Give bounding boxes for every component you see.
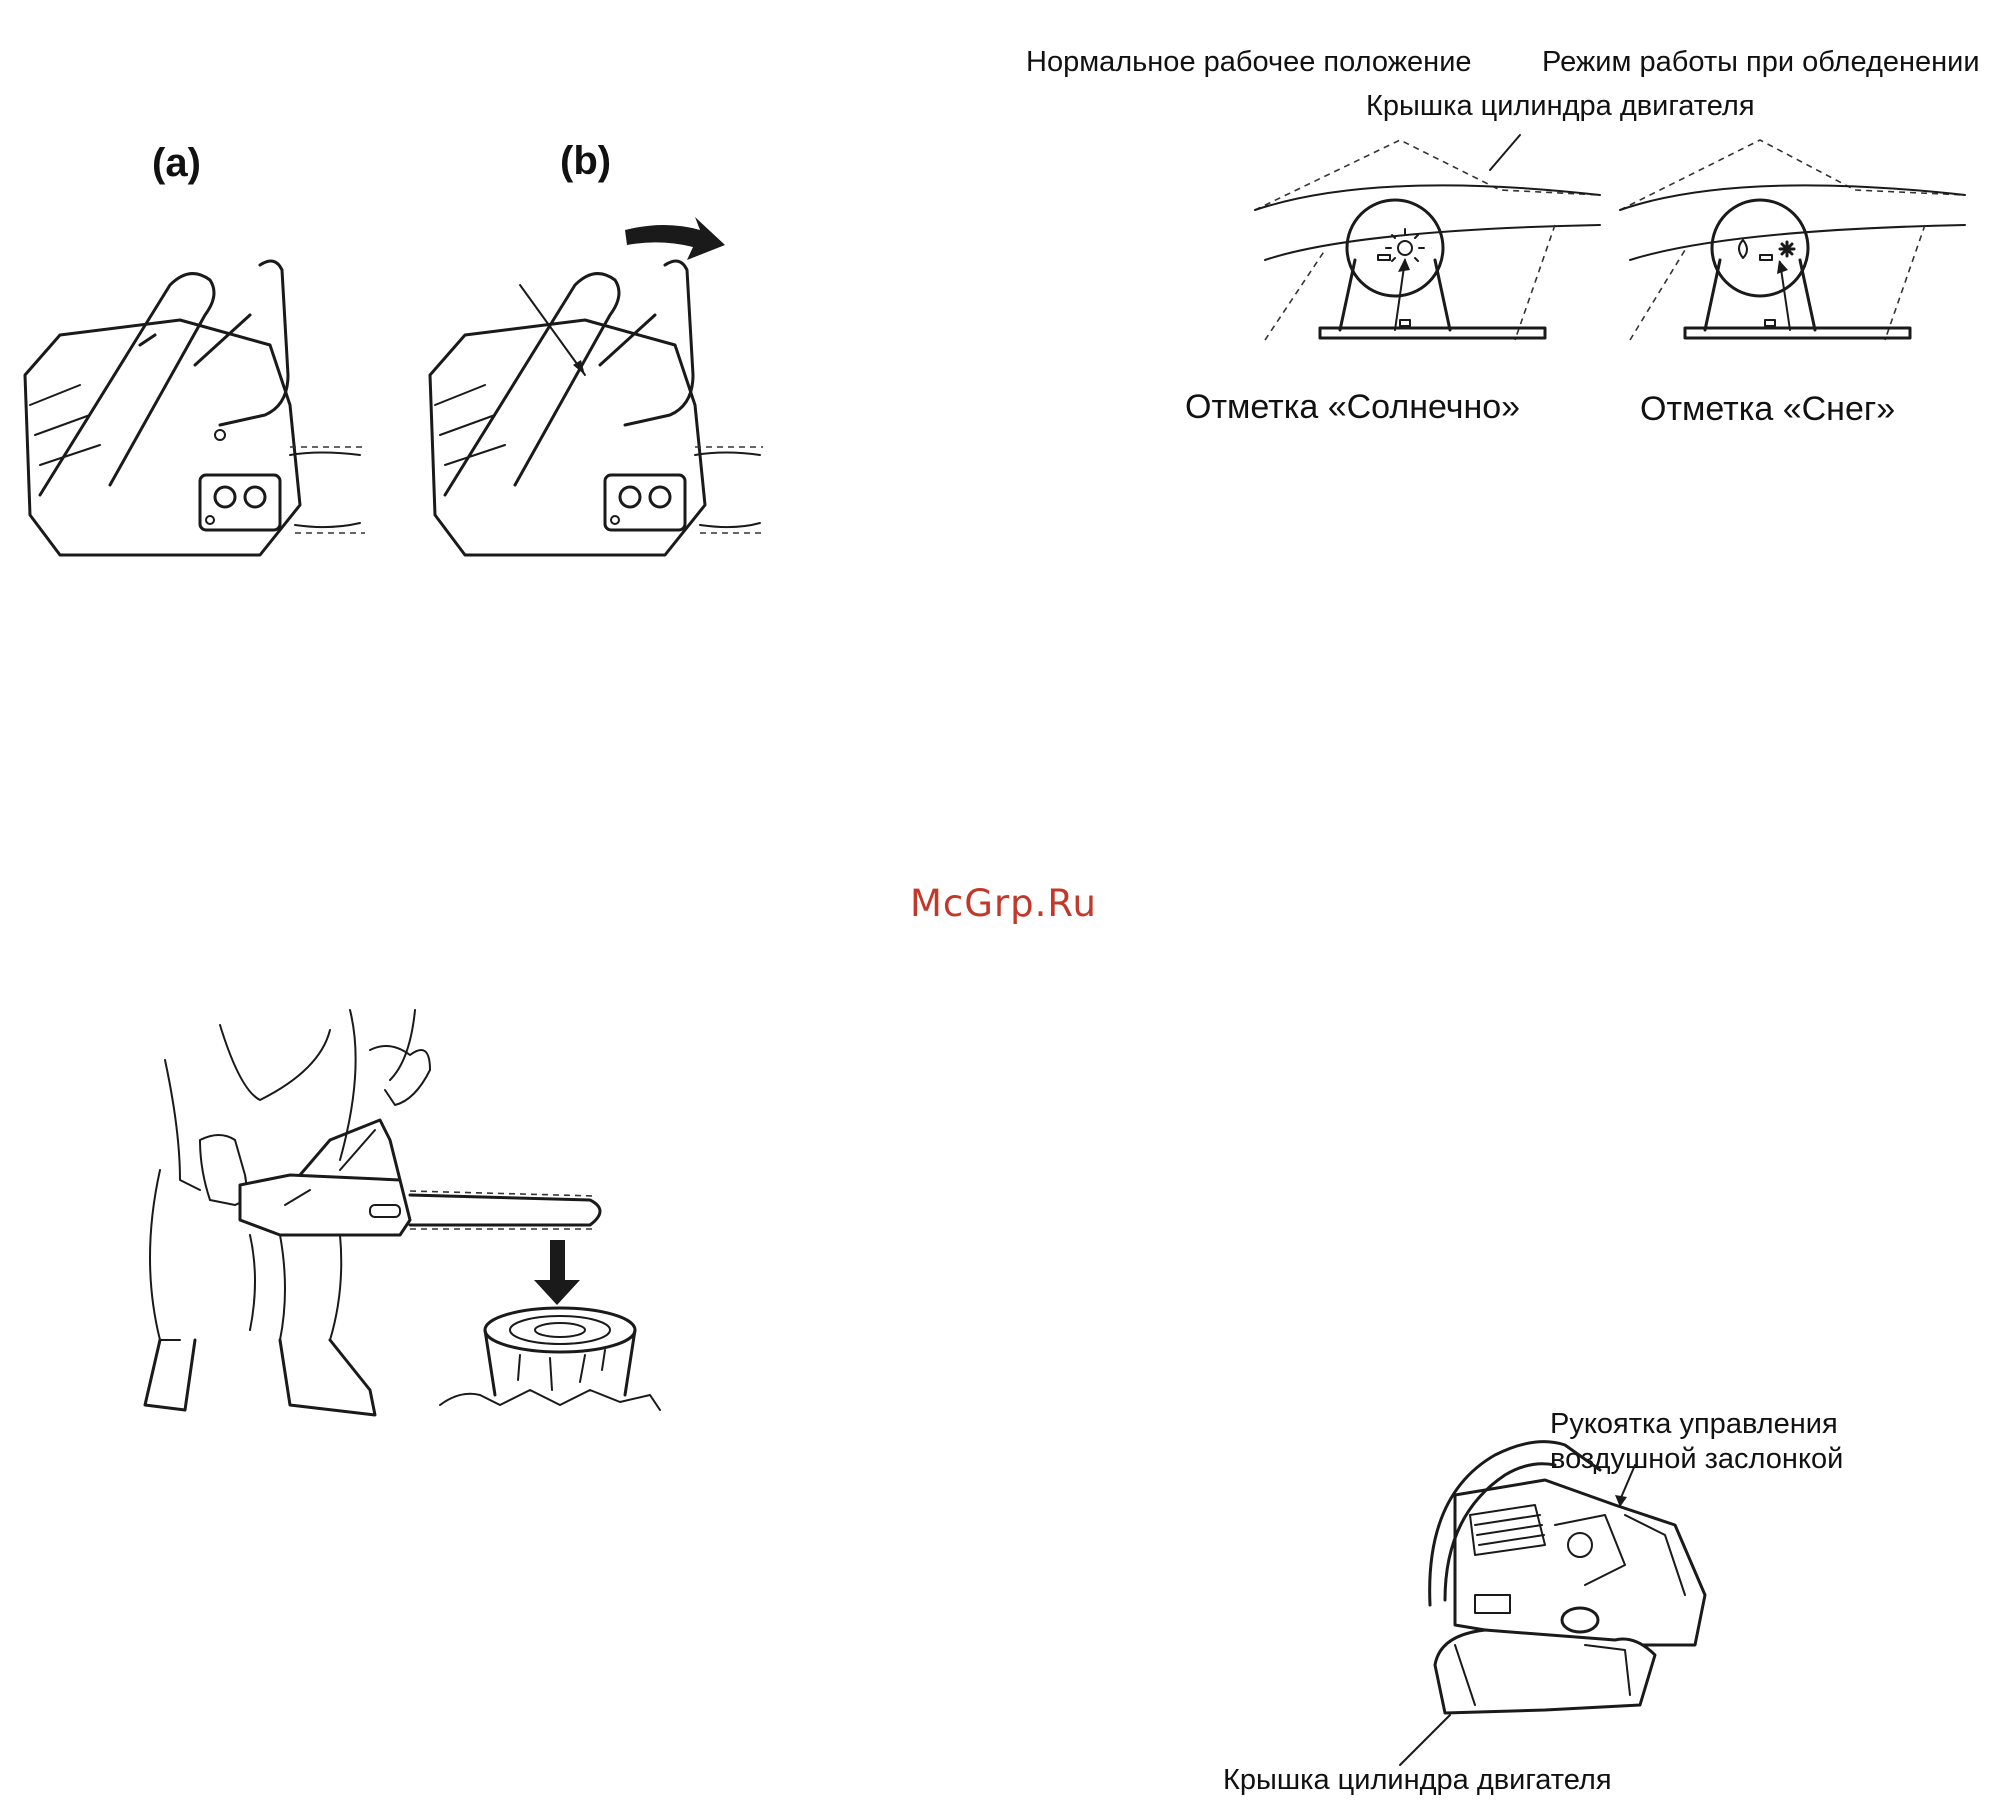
mark-sunny-label: Отметка «Солнечно» [1185, 390, 1520, 424]
snowflake-icon [1780, 242, 1794, 256]
cylinder-cover-label-bottom: Крышка цилиндра двигателя [1223, 1766, 1612, 1795]
down-arrow-icon [534, 1240, 580, 1305]
chainsaw-illustration-b [425, 225, 765, 560]
caption-normal-position: Нормальное рабочее положение [1026, 48, 1472, 77]
watermark: McGrp.Ru [910, 885, 1097, 922]
caption-icing-mode: Режим работы при обледенении [1542, 48, 1980, 77]
cylinder-cover-mark-diagram [1255, 130, 1970, 350]
choke-knob-illustration [1415, 1435, 1715, 1725]
caption-cylinder-cover-top: Крышка цилиндра двигателя [1366, 92, 1755, 121]
figure-label-a: (a) [152, 143, 201, 183]
mark-snow-label: Отметка «Снег» [1640, 392, 1895, 426]
push-arrow-icon [625, 217, 725, 260]
figure-label-b: (b) [560, 141, 611, 181]
operator-cutting-stump-illustration [140, 1010, 660, 1420]
cylinder-cover-leader-line [1380, 1710, 1460, 1770]
chainsaw-illustration-a [20, 255, 370, 560]
